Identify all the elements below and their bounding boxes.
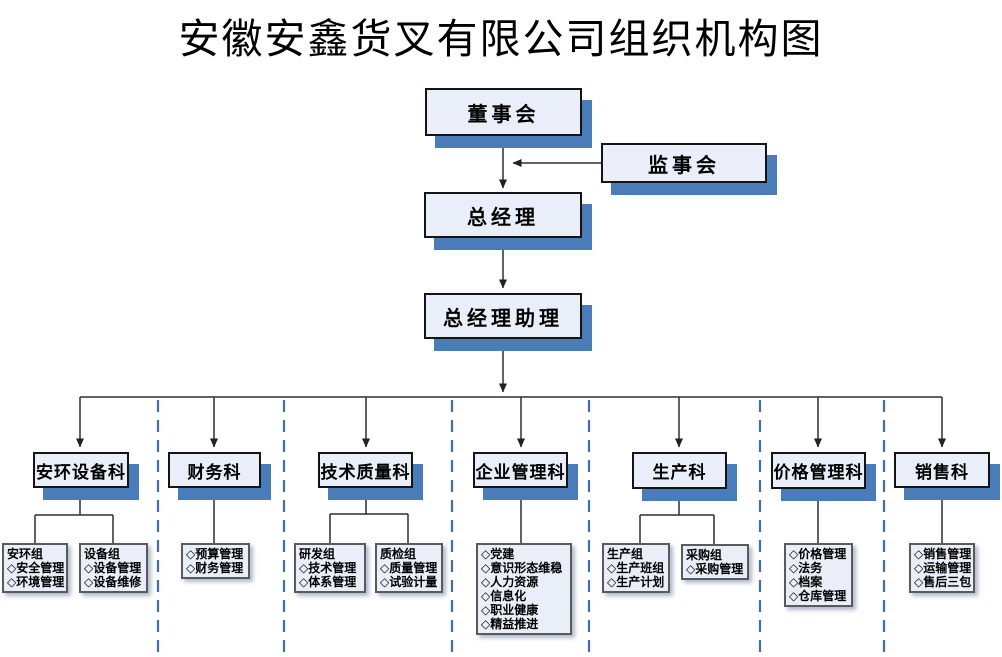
subbox-line: 研发组 <box>299 547 336 561</box>
subbox-line: ◇预算管理 <box>186 547 244 561</box>
node-dept-anhuan-equipment[interactable]: 安环设备科 <box>33 452 129 488</box>
subbox-line: ◇意识形态维稳 <box>481 561 563 575</box>
subbox-line: ◇体系管理 <box>299 575 357 589</box>
node-board-label: 董事会 <box>467 103 540 126</box>
subtree-anhuan <box>34 488 114 543</box>
subbox-line: ◇人力资源 <box>481 575 539 589</box>
subbox-line: ◇法务 <box>789 561 823 575</box>
node-dept-enterprise-mgmt[interactable]: 企业管理科 <box>473 452 568 488</box>
subbox-line: ◇试验计量 <box>380 575 438 589</box>
subbox-line: ◇采购管理 <box>686 562 744 576</box>
subbox-line: ◇党建 <box>481 547 515 561</box>
subbox-line: ◇价格管理 <box>789 547 847 561</box>
subbox-qc-group[interactable]: 质检组◇质量管理◇试验计量 <box>375 543 443 593</box>
node-dept-sales[interactable]: 销售科 <box>894 452 990 488</box>
subbox-line: ◇档案 <box>789 575 823 589</box>
subbox-anhuan-group[interactable]: 安环组◇安全管理◇环境管理 <box>2 543 68 593</box>
node-supervisory-label: 监事会 <box>648 154 720 177</box>
subbox-rd-group[interactable]: 研发组◇技术管理◇体系管理 <box>294 543 366 593</box>
node-gm-assistant-label: 总经理助理 <box>443 307 563 330</box>
subbox-line: 设备组 <box>84 547 121 561</box>
subbox-line: 质检组 <box>380 547 417 561</box>
subbox-line: ◇设备管理 <box>84 561 142 575</box>
node-general-manager[interactable]: 总经理 <box>424 192 582 238</box>
subbox-enterprise-items[interactable]: ◇党建◇意识形态维稳◇人力资源◇信息化◇职业健康◇精益推进 <box>476 543 572 635</box>
node-supervisory[interactable]: 监事会 <box>601 143 767 183</box>
subbox-line: ◇环境管理 <box>7 575 65 589</box>
dept-label: 生产科 <box>652 463 707 482</box>
node-dept-finance[interactable]: 财务科 <box>168 452 261 488</box>
subbox-line: 安环组 <box>7 547 44 561</box>
subbox-price-items[interactable]: ◇价格管理◇法务◇档案◇仓库管理 <box>784 543 853 607</box>
subbox-line: ◇信息化 <box>481 589 527 603</box>
subbox-line: ◇财务管理 <box>186 561 244 575</box>
node-gm-assistant[interactable]: 总经理助理 <box>424 293 582 339</box>
subbox-line: ◇销售管理 <box>914 547 972 561</box>
subbox-purchase-group[interactable]: 采购组◇采购管理 <box>681 544 749 580</box>
dept-label: 财务科 <box>187 462 242 482</box>
subbox-line: ◇生产计划 <box>607 575 665 589</box>
dept-label: 技术质量科 <box>320 462 411 482</box>
subbox-line: ◇设备维修 <box>84 575 142 589</box>
subbox-line: ◇运输管理 <box>914 561 972 575</box>
dept-label: 企业管理科 <box>475 462 566 482</box>
subbox-sales-items[interactable]: ◇销售管理◇运输管理◇售后三包 <box>909 543 975 593</box>
dept-label: 安环设备科 <box>36 462 126 482</box>
subbox-line: ◇售后三包 <box>914 575 972 589</box>
subbox-production-group[interactable]: 生产组◇生产班组◇生产计划 <box>602 543 670 593</box>
subbox-line: ◇精益推进 <box>481 617 539 631</box>
node-general-manager-label: 总经理 <box>467 206 539 229</box>
dept-label: 销售科 <box>915 462 969 482</box>
subbox-line: ◇生产班组 <box>607 561 665 575</box>
subbox-finance-items[interactable]: ◇预算管理◇财务管理 <box>181 543 250 579</box>
subtree-shengchan <box>639 489 715 544</box>
subbox-line: 生产组 <box>607 547 644 561</box>
subbox-equipment-group[interactable]: 设备组◇设备管理◇设备维修 <box>79 543 148 593</box>
subbox-line: ◇职业健康 <box>481 603 539 617</box>
subbox-line: ◇仓库管理 <box>789 589 847 603</box>
dept-label: 价格管理科 <box>773 463 864 482</box>
node-dept-price-mgmt[interactable]: 价格管理科 <box>771 452 866 489</box>
subbox-line: ◇技术管理 <box>299 561 357 575</box>
subbox-line: 采购组 <box>686 548 723 562</box>
node-board[interactable]: 董事会 <box>425 88 582 136</box>
chart-title: 安徽安鑫货叉有限公司组织机构图 <box>178 16 824 62</box>
node-dept-tech-quality[interactable]: 技术质量科 <box>318 452 413 488</box>
subtree-jishu <box>329 488 409 543</box>
subbox-line: ◇质量管理 <box>380 561 438 575</box>
subbox-line: ◇安全管理 <box>7 561 65 575</box>
node-dept-production[interactable]: 生产科 <box>632 452 727 489</box>
